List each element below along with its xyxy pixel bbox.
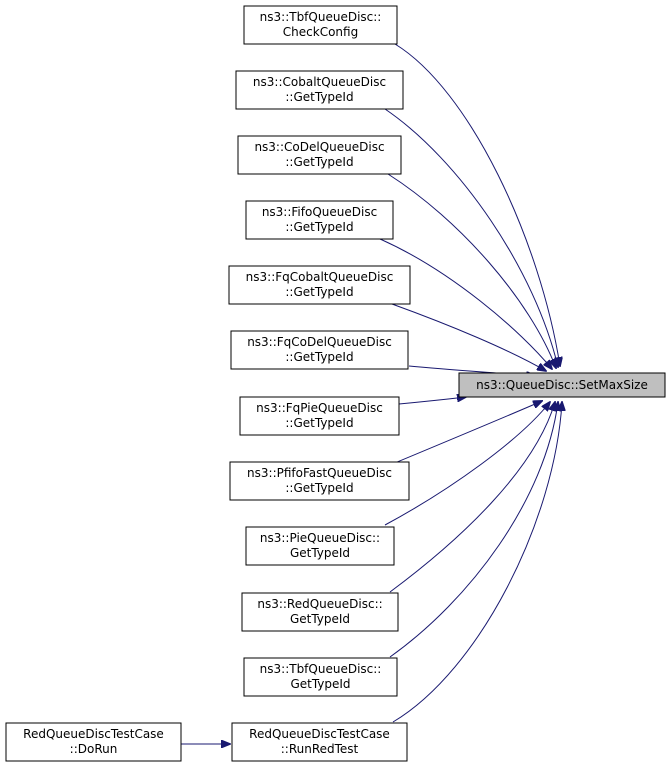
node-label-line1: ns3::FifoQueueDisc xyxy=(262,205,377,219)
edge-red-gettypeid xyxy=(389,402,555,593)
edge-fqpie-gettypeid xyxy=(398,397,466,405)
node-label-line2: GetTypeId xyxy=(290,677,350,691)
node-label-line1: ns3::TbfQueueDisc:: xyxy=(260,10,382,24)
node-label-line1: ns3::RedQueueDisc:: xyxy=(257,597,382,611)
node-red-dorun[interactable]: RedQueueDiscTestCase ::DoRun xyxy=(5,722,182,762)
node-label-line2: ::RunRedTest xyxy=(281,742,359,756)
node-label-line1: RedQueueDiscTestCase xyxy=(23,727,164,741)
node-label-line2: CheckConfig xyxy=(283,25,358,39)
edge-cobalt-gettypeid xyxy=(384,108,558,367)
node-fqpie-gettypeid[interactable]: ns3::FqPieQueueDisc ::GetTypeId xyxy=(239,396,400,436)
node-label-line2: GetTypeId xyxy=(290,612,350,626)
node-tbf-checkconfig[interactable]: ns3::TbfQueueDisc:: CheckConfig xyxy=(243,5,398,45)
node-pie-gettypeid[interactable]: ns3::PieQueueDisc:: GetTypeId xyxy=(245,526,395,566)
edges xyxy=(180,43,562,744)
node-pfifofast-gettypeid[interactable]: ns3::PfifoFastQueueDisc ::GetTypeId xyxy=(229,461,410,501)
edge-pie-gettypeid xyxy=(384,402,550,526)
edge-fifo-gettypeid xyxy=(379,238,552,369)
edge-fqcobalt-gettypeid xyxy=(391,303,546,371)
edge-tbf-gettypeid xyxy=(389,402,558,658)
node-red-runredtest[interactable]: RedQueueDiscTestCase ::RunRedTest xyxy=(231,722,408,762)
node-label-line1: ns3::PfifoFastQueueDisc xyxy=(247,466,392,480)
node-label-line1: ns3::CobaltQueueDisc xyxy=(253,75,386,89)
node-tbf-gettypeid[interactable]: ns3::TbfQueueDisc:: GetTypeId xyxy=(243,657,398,697)
node-label-line2: ::GetTypeId xyxy=(285,416,353,430)
node-codel-gettypeid[interactable]: ns3::CoDelQueueDisc ::GetTypeId xyxy=(237,135,402,175)
node-label-line2: ::GetTypeId xyxy=(285,155,353,169)
node-label-line1: ns3::TbfQueueDisc:: xyxy=(260,662,382,676)
node-root-label: ns3::QueueDisc::SetMaxSize xyxy=(476,378,648,392)
node-label-line1: ns3::FqCoDelQueueDisc xyxy=(247,335,392,349)
node-label-line2: GetTypeId xyxy=(290,546,350,560)
node-fqcobalt-gettypeid[interactable]: ns3::FqCobaltQueueDisc ::GetTypeId xyxy=(228,265,411,305)
node-label-line1: ns3::FqCobaltQueueDisc xyxy=(246,270,394,284)
node-label-line2: ::DoRun xyxy=(70,742,118,756)
node-fifo-gettypeid[interactable]: ns3::FifoQueueDisc ::GetTypeId xyxy=(245,200,394,240)
node-cobalt-gettypeid[interactable]: ns3::CobaltQueueDisc ::GetTypeId xyxy=(235,70,404,110)
node-label-line2: ::GetTypeId xyxy=(285,481,353,495)
node-label-line1: RedQueueDiscTestCase xyxy=(249,727,390,741)
node-label-line1: ns3::PieQueueDisc:: xyxy=(260,531,380,545)
node-label-line1: ns3::CoDelQueueDisc xyxy=(254,140,384,154)
node-label-line1: ns3::FqPieQueueDisc xyxy=(256,401,383,415)
edge-pfifofast-gettypeid xyxy=(389,401,542,466)
edge-tbf-checkconfig xyxy=(394,43,560,366)
node-label-line2: ::GetTypeId xyxy=(285,350,353,364)
node-red-gettypeid[interactable]: ns3::RedQueueDisc:: GetTypeId xyxy=(241,592,399,632)
node-label-line2: ::GetTypeId xyxy=(285,285,353,299)
node-label-line2: ::GetTypeId xyxy=(285,220,353,234)
edge-red-runredtest xyxy=(392,402,562,723)
node-fqcodel-gettypeid[interactable]: ns3::FqCoDelQueueDisc ::GetTypeId xyxy=(230,330,409,370)
edge-codel-gettypeid xyxy=(387,173,556,368)
node-label-line2: ::GetTypeId xyxy=(285,90,353,104)
node-root[interactable]: ns3::QueueDisc::SetMaxSize xyxy=(458,372,666,398)
